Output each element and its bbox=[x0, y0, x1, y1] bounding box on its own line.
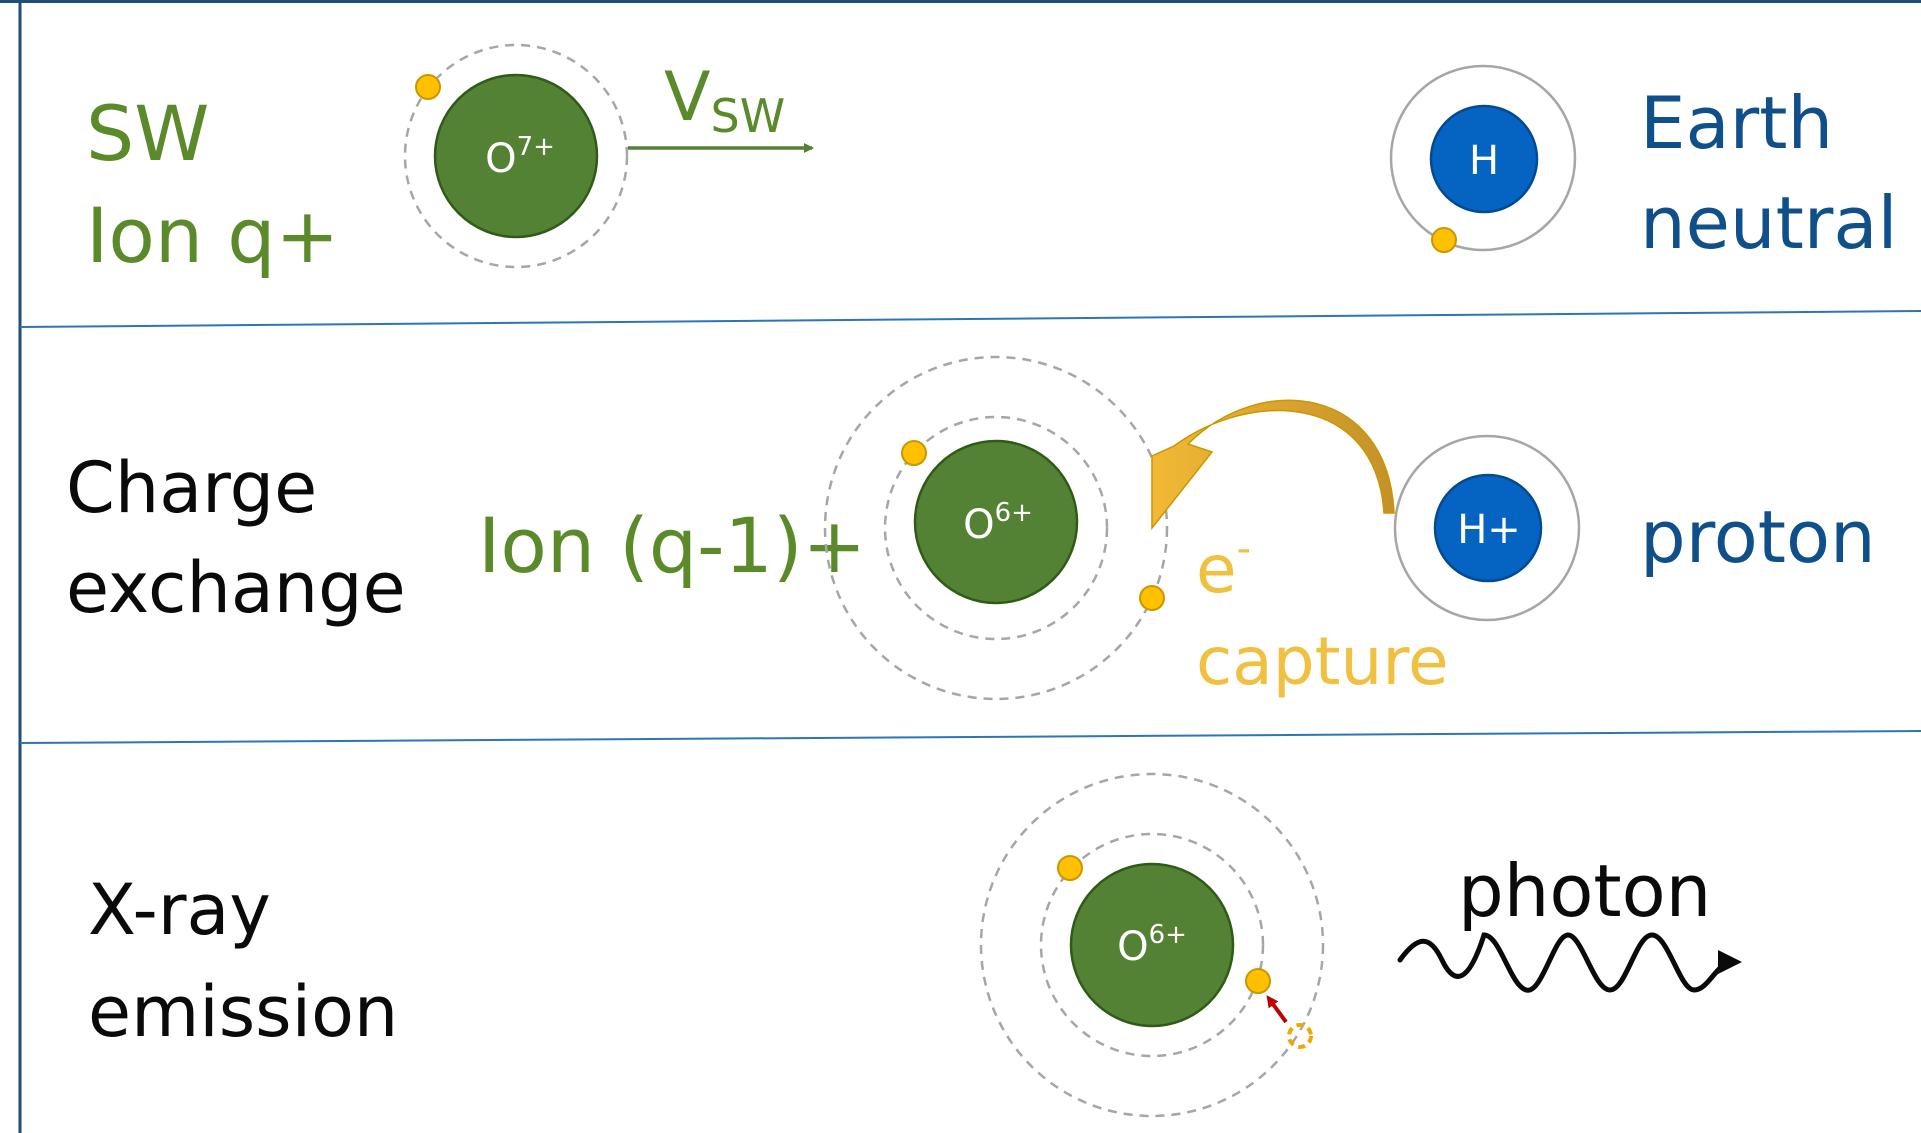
electron-relaxed bbox=[1245, 968, 1271, 994]
sw-label-line2: Ion q+ bbox=[86, 191, 339, 280]
ion-o6-nucleus bbox=[913, 439, 1079, 605]
electron bbox=[901, 440, 927, 466]
ion-o6-atom-emission: O6+ bbox=[979, 772, 1325, 1118]
row-divider-2 bbox=[19, 730, 1921, 744]
electron bbox=[415, 74, 441, 100]
proton-symbol: H+ bbox=[1457, 507, 1521, 553]
photon-label: photon bbox=[1458, 849, 1711, 933]
row-solar-wind: SW Ion q+ O7+ VSW H Earth neutral bbox=[86, 43, 1898, 280]
xray-label-line2: emission bbox=[88, 971, 398, 1053]
xray-label-line1: X-ray bbox=[88, 869, 271, 951]
outer-orbit bbox=[823, 355, 1169, 701]
row-xray-emission: X-ray emission O6+ photon bbox=[88, 772, 1742, 1118]
cx-label-line2: exchange bbox=[66, 547, 406, 629]
photon-wave bbox=[1397, 932, 1733, 993]
row-divider-1 bbox=[19, 310, 1921, 328]
cx-label-line1: Charge bbox=[66, 447, 317, 529]
photon-arrowhead bbox=[1718, 950, 1742, 974]
electron-capture-symbol: e- bbox=[1196, 526, 1251, 608]
ion-o6-nucleus bbox=[1069, 862, 1235, 1028]
ion-o6-symbol: O6+ bbox=[1117, 920, 1187, 970]
velocity-label: VSW bbox=[664, 58, 785, 143]
inner-orbit bbox=[1039, 832, 1265, 1058]
photon: photon bbox=[1397, 849, 1742, 993]
earth-neutral-atom: H bbox=[1389, 64, 1577, 253]
ion-o7-orbit bbox=[403, 43, 629, 269]
electron bbox=[1057, 855, 1083, 881]
proton-label: proton bbox=[1640, 495, 1876, 579]
ion-q-minus-1-label: Ion (q-1)+ bbox=[478, 501, 866, 590]
row-charge-exchange: Charge exchange Ion (q-1)+ O6+ e- captur… bbox=[66, 355, 1876, 701]
inner-orbit bbox=[883, 415, 1109, 641]
neutral-h-orbit bbox=[1389, 64, 1577, 252]
transition-arrow bbox=[1266, 995, 1288, 1024]
sw-label-line1: SW bbox=[86, 89, 209, 178]
capture-label: capture bbox=[1196, 623, 1449, 700]
capture-arrow bbox=[1151, 399, 1395, 531]
velocity-arrow: VSW bbox=[628, 58, 814, 153]
earth-label-line2: neutral bbox=[1640, 181, 1898, 265]
ion-o6-atom-capture: O6+ bbox=[823, 355, 1169, 701]
neutral-h-symbol: H bbox=[1469, 138, 1499, 184]
ion-o7-symbol: O7+ bbox=[485, 132, 555, 182]
ion-o7-nucleus bbox=[433, 73, 599, 239]
captured-electron bbox=[1139, 585, 1165, 611]
outer-orbit bbox=[979, 772, 1325, 1118]
proton-atom: H+ bbox=[1393, 434, 1581, 622]
earth-label-line1: Earth bbox=[1640, 81, 1833, 165]
proton-orbit bbox=[1393, 434, 1581, 622]
electron bbox=[1431, 227, 1457, 253]
neutral-h-nucleus bbox=[1429, 104, 1539, 214]
proton-nucleus bbox=[1433, 473, 1543, 583]
ion-o7-atom: O7+ bbox=[403, 43, 629, 269]
vacated-electron-position bbox=[1287, 1023, 1313, 1049]
ion-o6-symbol: O6+ bbox=[963, 498, 1033, 548]
